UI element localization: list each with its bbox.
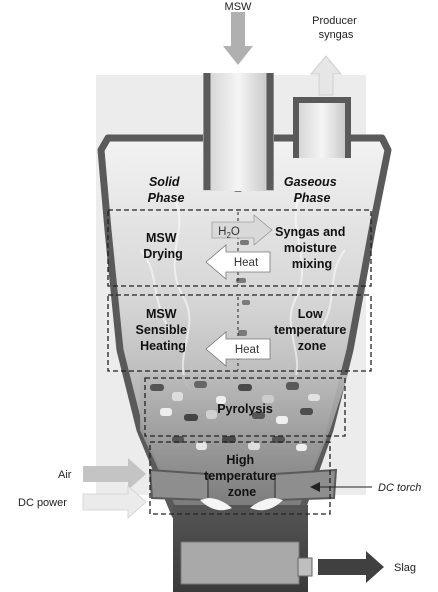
pyrolysis-label: Pyrolysis [217,402,273,416]
left-torch-flame [200,498,232,511]
heat-arrow-upper [205,244,271,280]
right-dc-torch [274,468,338,502]
pyrolysis-zone-box [144,377,346,437]
syngas-output-label: Producer syngas [312,15,360,41]
high-temperature-zone-label: High temperature zone [204,453,280,499]
slag-outlet-nozzle [297,557,313,577]
msw-input-label: MSW [225,1,253,13]
msw-feed-tube [203,73,274,191]
msw-sensible-heating-label: MSW Sensible Heating [136,307,191,353]
h2o-label: H2O [218,226,240,240]
drying-zone-box [107,209,372,287]
right-torch-flame [250,498,283,511]
flame-wisps [139,194,346,391]
syngas-exhaust-tube [293,100,351,158]
high-temperature-zone-box [149,441,331,515]
left-dc-torch [148,468,209,502]
air-input-label: Air [58,469,72,481]
dc-torch-label: DC torch [378,482,421,494]
dc-power-input-label: DC power [18,497,67,509]
slag-output-label: Slag [394,562,416,574]
dc-power-input-arrow [82,485,147,519]
particle-bed-pieces [150,381,320,451]
h2o-arrow [211,214,273,246]
syngas-mixing-label: Syngas and moisture mixing [275,225,349,271]
air-input-arrow [83,458,146,490]
msw-drying-label: MSW Drying [143,231,183,261]
heat-label-upper: Heat [234,257,259,269]
solid-phase-label: Solid Phase [148,175,185,205]
slag-reservoir [180,541,300,585]
slag-output-arrow [318,551,384,583]
heat-label-lower: Heat [235,344,260,356]
syngas-output-arrow [309,55,343,96]
gaseous-phase-label: Gaseous Phase [284,175,340,205]
zone-boxes [107,209,372,515]
low-temperature-zone-label: Low temperature zone [274,307,350,353]
heat-arrow-lower [205,331,271,367]
sensible-heating-zone-box [107,294,372,372]
msw-input-arrow [223,12,253,65]
